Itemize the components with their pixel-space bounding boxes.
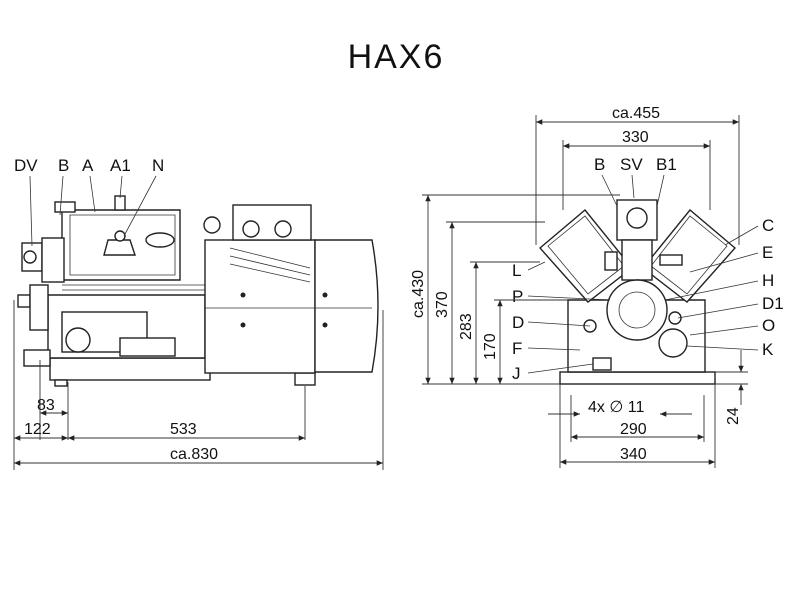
oil-pump (658, 328, 688, 358)
label-DV: DV (14, 156, 38, 175)
drawing-title: HAX6 (347, 38, 445, 76)
label-D1: D1 (762, 294, 784, 313)
base-plate (559, 371, 716, 385)
label-J: J (512, 364, 521, 383)
dim-283: 283 (458, 313, 475, 340)
label-A: A (82, 156, 94, 175)
label-H: H (762, 271, 774, 290)
dim-122: 122 (24, 421, 51, 438)
dim-430: ca.430 (410, 270, 427, 318)
dim-370: 370 (434, 291, 451, 318)
bearing-cover (606, 279, 668, 341)
base-frame (49, 357, 211, 381)
dim-330: 330 (622, 129, 649, 146)
label-K: K (762, 340, 774, 359)
label-D: D (512, 313, 524, 332)
label-B1: B1 (656, 155, 677, 174)
label-E: E (762, 243, 773, 262)
motor-housing (204, 239, 316, 374)
front-view: B SV B1 L P D F J C E H D1 O K ca.455 33… (410, 105, 784, 468)
label-P: P (512, 287, 523, 306)
dim-83: 83 (37, 397, 55, 414)
label-L: L (512, 261, 521, 280)
label-N: N (152, 156, 164, 175)
label-O: O (762, 316, 775, 335)
dim-455: ca.455 (612, 105, 660, 122)
dim-290: 290 (620, 421, 647, 438)
label-A1: A1 (110, 156, 131, 175)
dim-170: 170 (482, 333, 499, 360)
dim-24: 24 (725, 407, 742, 425)
side-view: DV B A A1 N 83 122 533 ca.830 (13, 156, 384, 470)
dim-340: 340 (620, 446, 647, 463)
label-SV: SV (620, 155, 643, 174)
oil-drain (592, 357, 612, 371)
dim-holes: 4x ∅ 11 (588, 399, 644, 416)
label-B: B (58, 156, 69, 175)
lifting-eye (203, 216, 221, 234)
label-C: C (762, 216, 774, 235)
dim-533: 533 (170, 421, 197, 438)
label-B-top: B (594, 155, 605, 174)
label-F: F (512, 339, 522, 358)
dim-830: ca.830 (170, 446, 218, 463)
